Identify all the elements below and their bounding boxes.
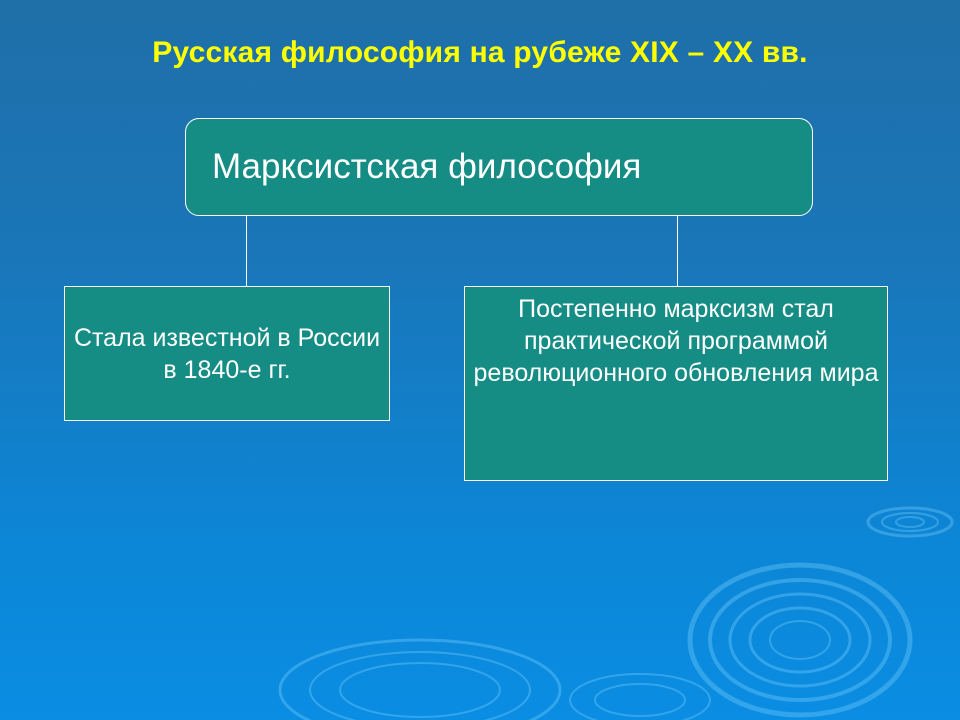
ripple-ring (339, 662, 501, 718)
root-node-label: Марксистская философия (212, 147, 642, 186)
child-node-left: Стала известной в России в 1840-е гг. (64, 286, 390, 421)
child-node-left-label: Стала известной в России в 1840-е гг. (73, 323, 381, 384)
ripple-ring (769, 620, 831, 660)
child-node-right-label: Постепенно марксизм стал практической пр… (473, 295, 879, 387)
slide-title: Русская философия на рубеже XIX – XX вв. (152, 36, 808, 69)
ripple-ring (569, 673, 711, 720)
connector-left (246, 216, 247, 286)
ripple-ring (895, 516, 925, 528)
ripple-ring (728, 592, 872, 688)
ripple-ring (748, 606, 852, 674)
ripple-ring (278, 638, 562, 720)
ripple-ring (708, 578, 892, 702)
root-node: Марксистская философия (185, 118, 813, 216)
connector-right (677, 216, 678, 286)
ripple-ring (594, 683, 686, 717)
child-node-right: Постепенно марксизм стал практической пр… (464, 286, 888, 481)
ripple-ring (866, 506, 954, 538)
ripple-ring (309, 651, 531, 720)
ripple-ring (687, 562, 913, 718)
ripple-ring (881, 512, 939, 532)
